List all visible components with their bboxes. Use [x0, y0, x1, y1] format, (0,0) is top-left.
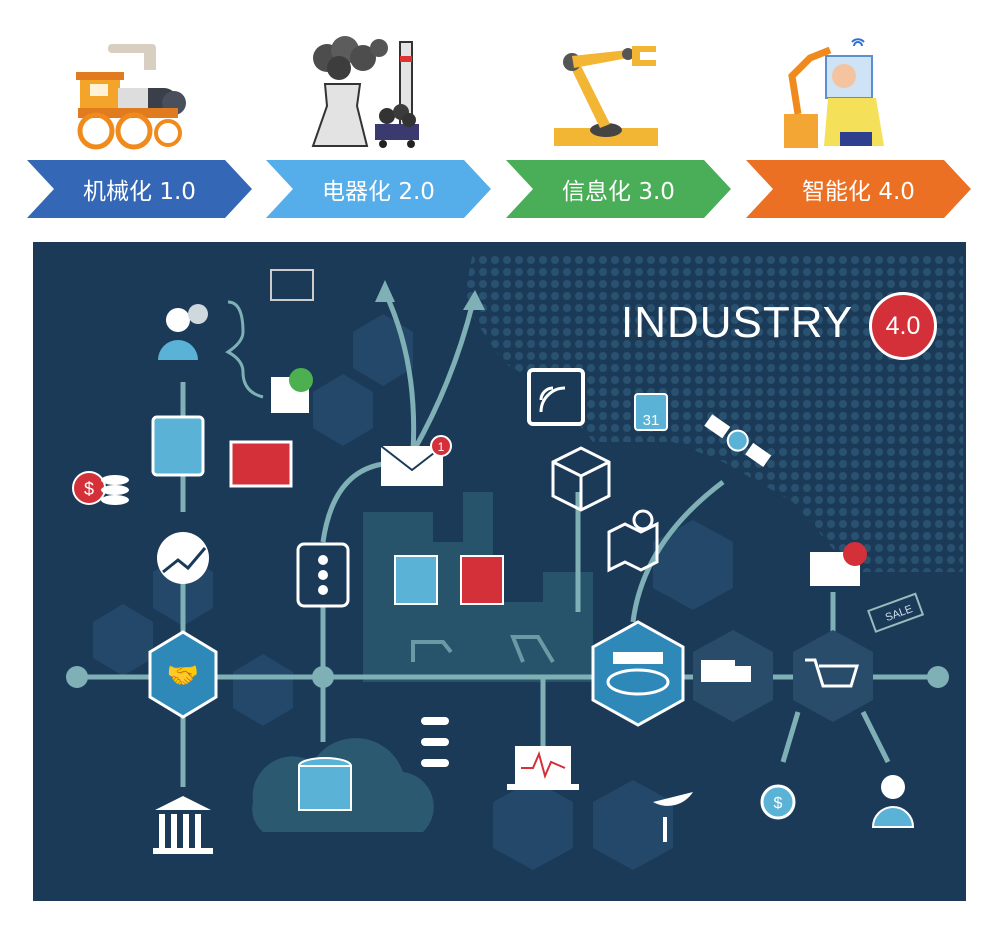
user-group-icon: [158, 304, 208, 360]
watch-symbol: $: [774, 795, 783, 812]
workflow-icon: [421, 717, 449, 767]
shopping-cart-icon: [805, 658, 860, 688]
stage-informatization-banner: 信息化 3.0: [506, 160, 731, 218]
handshake-hex: [148, 630, 218, 719]
stage-label: 信息化 3.0: [562, 179, 675, 205]
coin-symbol: $: [84, 479, 94, 499]
sale-tag-icon: SALE: [867, 592, 925, 633]
smart-robot-worker-icon: [780, 36, 900, 151]
customer-user-icon: [871, 775, 915, 828]
robot-arm-machines: [411, 635, 555, 664]
map-location-icon: [607, 521, 659, 573]
conveyor-boxes-icon: [613, 652, 663, 664]
conveyor-hex: [591, 620, 685, 727]
line-junction-node: [312, 666, 334, 688]
stage-label: 智能化 4.0: [802, 179, 915, 205]
globe-icon: [843, 542, 867, 566]
stage-label: 电器化 2.0: [322, 179, 435, 205]
presentation-icon: [270, 269, 314, 301]
delivery-truck-icon: [701, 660, 735, 682]
flow-document-icon: [394, 555, 438, 605]
version-badge: 4.0: [869, 292, 937, 360]
stage-electrification-banner: 电器化 2.0: [266, 160, 491, 218]
stage-mechanization-banner: 机械化 1.0: [27, 160, 252, 218]
handshake-icon: 🤝: [167, 661, 199, 691]
satellite-icon: [704, 414, 772, 467]
steam-locomotive-icon: [70, 36, 190, 151]
bank-building-icon: [153, 796, 213, 854]
notification-badge: [430, 435, 452, 457]
smartwatch-icon: [760, 784, 796, 820]
sale-label: SALE: [884, 603, 915, 624]
line-start-node: [66, 666, 88, 688]
stage-label: 机械化 1.0: [83, 179, 196, 205]
text-document-icon: [460, 555, 504, 605]
package-box-icon: [551, 446, 611, 512]
network-diagram: 🤝 $ 1 31 SALE: [66, 252, 963, 870]
team-growth-icon: [157, 532, 209, 584]
rfid-tag-icon: [527, 368, 585, 426]
calendar-icon: [634, 393, 668, 431]
robot-arm-icon: [548, 36, 668, 151]
checklist-icon: [151, 415, 205, 477]
industry-title: INDUSTRY: [621, 298, 854, 347]
factory-smokestack-icon: [305, 36, 425, 151]
cart-hex: [793, 630, 873, 722]
industry-4-0-illustration: 🤝 $ 1 31 SALE: [33, 242, 966, 901]
satellite-dish-icon: [653, 792, 693, 842]
world-map-dots: [463, 252, 963, 572]
report-chart-icon: [229, 440, 293, 488]
stage-intelligence-banner: 智能化 4.0: [746, 160, 971, 218]
line-end-node: [927, 666, 949, 688]
calendar-day: 31: [643, 412, 660, 429]
notification-count: 1: [438, 440, 445, 454]
version-label: 4.0: [885, 311, 921, 340]
